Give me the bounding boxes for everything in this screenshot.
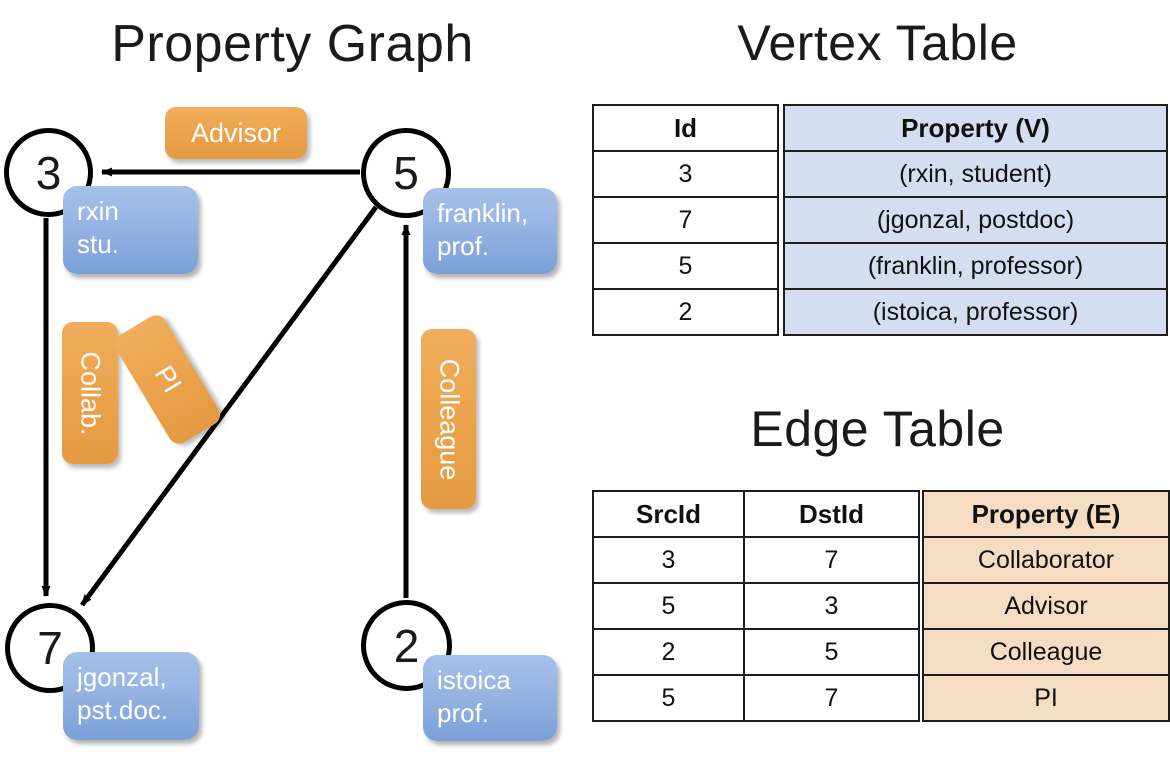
- edge-label-pi-text: PI: [148, 360, 188, 398]
- property-graph-panel: Property Graph Advisor Collab. PI Collea…: [4, 15, 557, 741]
- node-property-bubble-5: franklin, prof.: [423, 188, 557, 274]
- edge-label-colleague-text: Colleague: [434, 358, 464, 480]
- column-gutter: [778, 151, 784, 197]
- edge-cell-dstid: 5: [743, 628, 920, 676]
- graph-node-5: 5: [361, 128, 451, 218]
- edge-cell-srcid: 5: [592, 674, 745, 722]
- edge-cell-property: Collaborator: [922, 536, 1170, 584]
- vertex-cell-property: (rxin, student): [783, 150, 1168, 198]
- graph-node-2-id: 2: [393, 619, 420, 672]
- column-gutter: [778, 105, 784, 151]
- vertex-cell-property: (jgonzal, postdoc): [783, 196, 1168, 244]
- table-header-row: Id Property (V): [592, 104, 1168, 152]
- vertex-cell-id: 5: [592, 242, 779, 290]
- edge-cell-property: Colleague: [922, 628, 1170, 676]
- edge-label-collab: Collab.: [62, 322, 118, 464]
- column-gutter: [919, 491, 923, 537]
- vertex-header-id: Id: [592, 104, 779, 152]
- graph-edges-svg: [41, 167, 411, 607]
- vertex-table: Id Property (V) 3 (rxin, student) 7 (jgo…: [592, 104, 1168, 336]
- vertex-cell-property: (istoica, professor): [783, 288, 1168, 336]
- edge-cell-dstid: 7: [743, 674, 920, 722]
- vertex-header-property: Property (V): [783, 104, 1168, 152]
- column-gutter: [919, 583, 923, 629]
- edge-cell-property: Advisor: [922, 582, 1170, 630]
- edge-table: SrcId DstId Property (E) 3 7 Collaborato…: [592, 490, 1170, 722]
- table-row: 5 3 Advisor: [592, 582, 1170, 630]
- edge-cell-dstid: 3: [743, 582, 920, 630]
- edge-cell-srcid: 3: [592, 536, 745, 584]
- edge-label-colleague: Colleague: [421, 329, 476, 509]
- node-property-bubble-3: rxin stu.: [63, 186, 198, 274]
- column-gutter: [919, 675, 923, 721]
- table-row: 3 (rxin, student): [592, 150, 1168, 198]
- graph-node-5-id: 5: [393, 147, 419, 199]
- graph-node-7-id: 7: [37, 622, 63, 674]
- edge-label-collab-text: Collab.: [75, 350, 106, 436]
- column-gutter: [778, 197, 784, 243]
- vertex-cell-id: 3: [592, 150, 779, 198]
- page-title-edge-table: Edge Table: [750, 401, 1005, 457]
- vertex-cell-property: (franklin, professor): [783, 242, 1168, 290]
- page-title-property-graph: Property Graph: [111, 15, 474, 73]
- table-row: 2 (istoica, professor): [592, 288, 1168, 336]
- table-row: 5 7 PI: [592, 674, 1170, 722]
- vertex-cell-id: 2: [592, 288, 779, 336]
- edge-cell-srcid: 5: [592, 582, 745, 630]
- table-row: 2 5 Colleague: [592, 628, 1170, 676]
- edge-header-property: Property (E): [922, 490, 1170, 538]
- edge-header-srcid: SrcId: [592, 490, 745, 538]
- node-property-bubble-7: jgonzal, pst.doc.: [63, 652, 199, 740]
- column-gutter: [778, 289, 784, 335]
- vertex-cell-id: 7: [592, 196, 779, 244]
- table-row: 7 (jgonzal, postdoc): [592, 196, 1168, 244]
- column-gutter: [778, 243, 784, 289]
- table-row: 3 7 Collaborator: [592, 536, 1170, 584]
- column-gutter: [919, 537, 923, 583]
- graph-node-3-id: 3: [35, 146, 62, 199]
- edge-cell-property: PI: [922, 674, 1170, 722]
- edge-label-advisor-text: Advisor: [190, 117, 282, 148]
- edge-label-advisor: Advisor: [165, 107, 307, 159]
- edge-5-to-7: [79, 205, 379, 607]
- table-row: 5 (franklin, professor): [592, 242, 1168, 290]
- edge-cell-srcid: 2: [592, 628, 745, 676]
- table-header-row: SrcId DstId Property (E): [592, 490, 1170, 538]
- graph-node-2: 2: [361, 600, 452, 691]
- edge-header-dstid: DstId: [743, 490, 920, 538]
- edge-cell-dstid: 7: [743, 536, 920, 584]
- page-title-vertex-table: Vertex Table: [737, 15, 1018, 71]
- column-gutter: [919, 629, 923, 675]
- node-property-bubble-2: istoica prof.: [423, 655, 557, 741]
